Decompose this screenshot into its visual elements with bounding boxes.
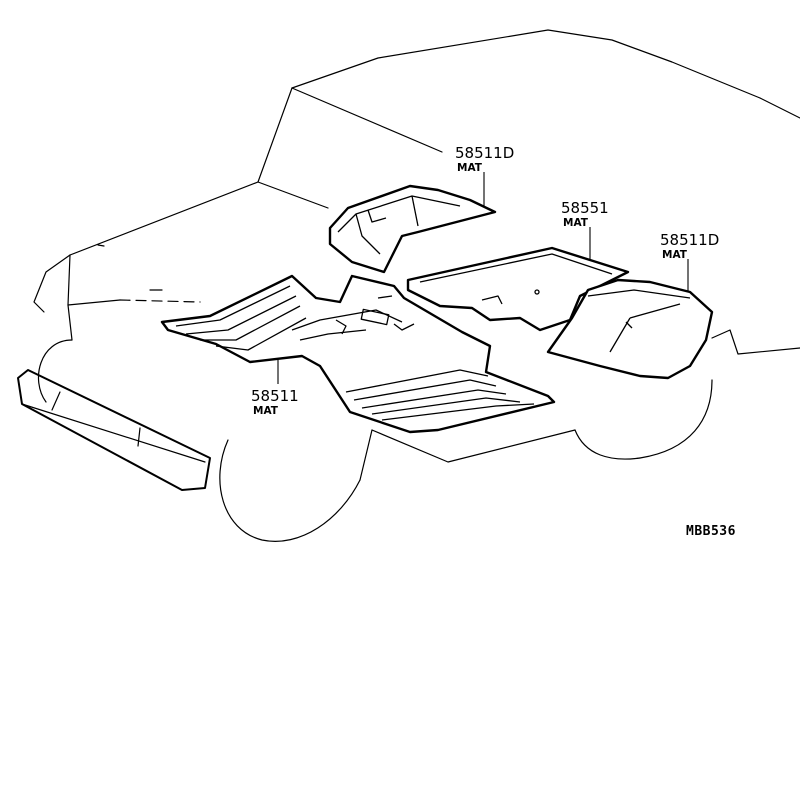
part-name: MAT	[563, 217, 589, 229]
callout-rear-floor: 58551 MAT	[561, 199, 609, 260]
rear-wheelhouse-mat[interactable]	[546, 278, 714, 380]
part-number: 58511	[251, 387, 299, 405]
part-name: MAT	[662, 249, 688, 261]
front-floor-mat[interactable]	[160, 274, 556, 434]
part-name: MAT	[253, 405, 279, 417]
callout-rear-wheelhouse: 58511D MAT	[660, 231, 719, 292]
callout-front-floor: 58511 MAT	[251, 360, 299, 417]
illustration-code: MBB536	[686, 524, 736, 539]
part-number: 58511D	[455, 144, 514, 162]
part-name: MAT	[457, 162, 483, 174]
callout-front-hump: 58511D MAT	[455, 144, 514, 206]
rear-floor-mat[interactable]	[406, 246, 630, 332]
part-number: 58511D	[660, 231, 719, 249]
front-hump-mat[interactable]	[328, 184, 497, 274]
part-number: 58551	[561, 199, 609, 217]
vehicle-body-outline	[17, 29, 800, 542]
